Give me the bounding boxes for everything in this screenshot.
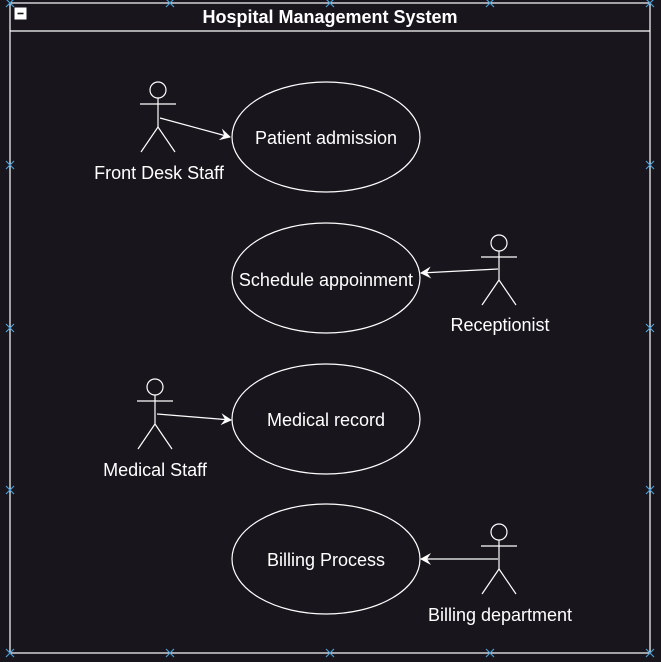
association-medical-staff-to-medical-record[interactable] — [156, 413, 232, 426]
use-case-schedule-appointment[interactable]: Schedule appoinment — [231, 222, 421, 334]
actor-receptionist[interactable]: Receptionist — [450, 234, 550, 335]
use-case-label: Medical record — [267, 410, 385, 430]
actor-front-desk-staff[interactable]: Front Desk Staff — [94, 81, 225, 183]
use-case-label: Schedule appoinment — [239, 270, 413, 290]
use-case-label: Billing Process — [267, 550, 385, 570]
stick-figure-icon — [481, 523, 517, 595]
association-front-desk-to-patient-admission[interactable] — [159, 117, 231, 141]
actor-label: Billing department — [428, 605, 572, 625]
use-case-billing-process[interactable]: Billing Process — [231, 503, 421, 615]
actor-label: Front Desk Staff — [94, 163, 225, 183]
use-case-label: Patient admission — [255, 128, 397, 148]
associations — [156, 117, 499, 565]
stick-figure-icon — [140, 81, 176, 153]
collapse-icon[interactable] — [14, 7, 27, 20]
stick-figure-icon — [481, 234, 517, 306]
association-receptionist-to-schedule[interactable] — [420, 266, 499, 279]
diagram-title: Hospital Management System — [202, 7, 457, 27]
use-case-medical-record[interactable]: Medical record — [231, 363, 421, 475]
selection-handles[interactable] — [5, 0, 655, 658]
actor-label: Medical Staff — [103, 460, 208, 480]
stick-figure-icon — [137, 378, 173, 450]
use-case-patient-admission[interactable]: Patient admission — [231, 81, 421, 193]
actor-label: Receptionist — [450, 315, 549, 335]
actor-billing-department[interactable]: Billing department — [428, 523, 572, 625]
actor-medical-staff[interactable]: Medical Staff — [103, 378, 208, 480]
